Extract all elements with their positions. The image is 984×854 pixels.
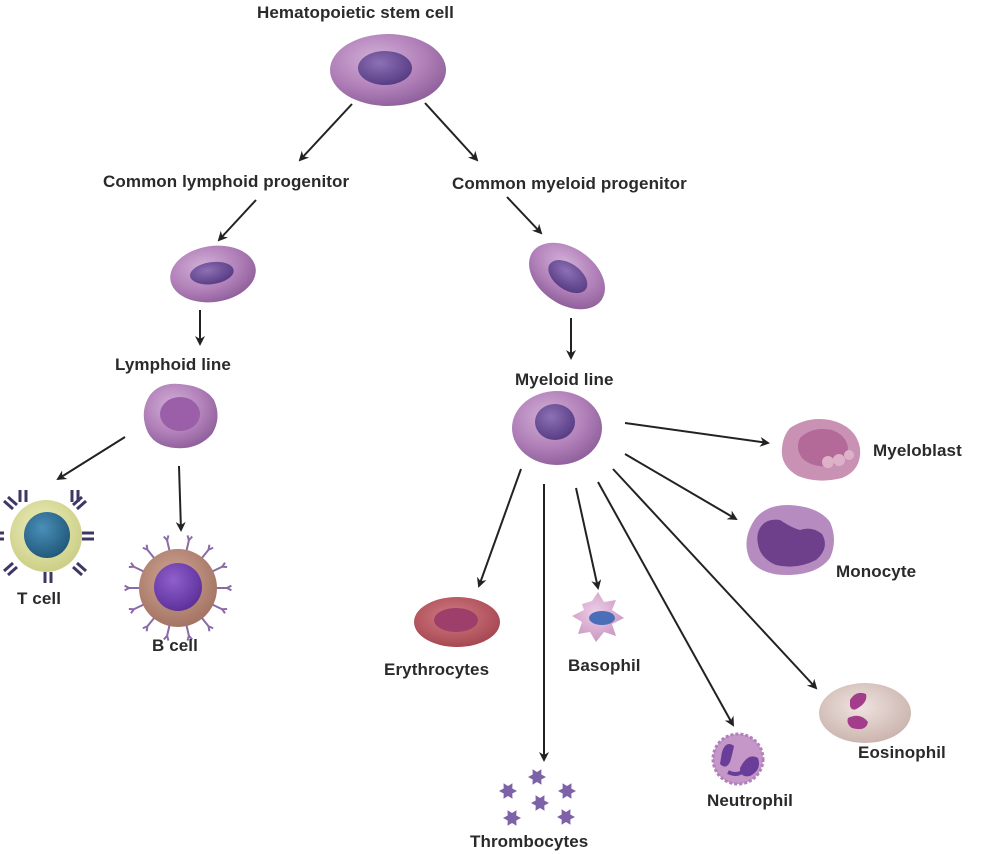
b-cell-receptor — [200, 617, 210, 627]
platelet-icon — [528, 769, 546, 785]
b-cell-receptor-arm — [142, 546, 148, 551]
b-cell-receptor — [185, 540, 190, 552]
label-monocyte: Monocyte — [836, 562, 917, 581]
b-cell-receptor-arm — [186, 535, 190, 541]
edge-myeloid-erythrocytes — [476, 468, 522, 588]
label-lymphoid-line: Lymphoid line — [115, 355, 231, 374]
b-cell-receptor-arm — [221, 562, 226, 568]
eosinophil-icon — [819, 683, 911, 743]
b-cell-receptor-arm — [163, 535, 168, 541]
edge-stem-clp — [298, 103, 353, 162]
platelet-icon — [557, 809, 575, 825]
b-cell-receptor — [146, 617, 156, 627]
t-cell-icon — [0, 490, 94, 583]
platelet-icon — [558, 783, 576, 799]
label-eosinophil: Eosinophil — [858, 743, 946, 762]
label-basophil: Basophil — [568, 656, 641, 675]
basophil-icon — [572, 592, 624, 642]
label-myeloblast: Myeloblast — [873, 441, 962, 460]
edge-stem-cmp — [424, 102, 479, 162]
platelet-icon — [531, 795, 549, 811]
b-cell-receptor-arm — [208, 625, 214, 630]
label-common-lymphoid-progenitor: Common lymphoid progenitor — [103, 172, 350, 191]
b-cell-receptor-arm — [166, 635, 170, 641]
b-cell-receptor — [185, 624, 190, 636]
b-cell-receptor-arm — [130, 608, 135, 614]
stem-cell-icon — [330, 34, 446, 106]
myeloid-line-cell-icon — [512, 391, 602, 465]
b-cell-receptor-arm — [145, 626, 149, 632]
b-cell-receptor-arm — [226, 584, 232, 589]
label-neutrophil: Neutrophil — [707, 791, 793, 810]
edge-myeloid-eosinophil — [612, 468, 818, 690]
b-cell-receptor-arm — [188, 635, 193, 641]
label-erythrocytes: Erythrocytes — [384, 660, 490, 679]
label-common-myeloid-progenitor: Common myeloid progenitor — [452, 174, 687, 193]
b-cell-icon — [124, 535, 232, 641]
erythrocyte-icon — [414, 597, 500, 647]
edge-myeloid-monocyte — [624, 453, 738, 521]
edge-myeloid-neutrophil — [597, 481, 734, 727]
platelet-icon — [503, 810, 521, 826]
myeloid-progenitor-cell-icon — [529, 242, 605, 310]
b-cell-receptor — [133, 565, 145, 573]
b-cell-receptor-arm — [207, 544, 211, 550]
b-cell-receptor — [133, 603, 145, 611]
edge-cmp-cell — [506, 196, 543, 235]
label-thrombocytes: Thrombocytes — [470, 832, 589, 851]
edges — [56, 102, 818, 762]
label-t-cell: T cell — [17, 589, 62, 608]
edge-myeloid-basophil — [575, 487, 602, 590]
b-cell-receptor — [211, 603, 223, 611]
monocyte-icon — [746, 505, 834, 576]
b-cell-receptor — [166, 624, 171, 636]
b-cell-receptor — [166, 540, 171, 552]
platelet-icon — [499, 783, 517, 799]
myeloblast-icon — [781, 419, 861, 481]
b-cell-receptor — [200, 549, 210, 559]
label-hematopoietic-stem-cell: Hematopoietic stem cell — [257, 3, 454, 22]
edge-lymphoid-tcell — [56, 436, 126, 481]
b-cell-receptor — [146, 549, 156, 559]
edge-myeloid-myeloblast — [624, 422, 770, 447]
edge-lymphoid-bcell — [175, 465, 186, 532]
b-cell-receptor-arm — [124, 587, 130, 592]
edge-clp-cell — [217, 199, 257, 242]
label-myeloid-line: Myeloid line — [515, 370, 614, 389]
thrombocytes-icon — [499, 769, 576, 826]
lymphoid-line-cell-icon — [143, 383, 218, 449]
label-b-cell: B cell — [152, 636, 198, 655]
b-cell-receptor — [211, 565, 223, 573]
neutrophil-icon — [711, 732, 765, 786]
lymphoid-progenitor-cell-icon — [170, 245, 256, 303]
